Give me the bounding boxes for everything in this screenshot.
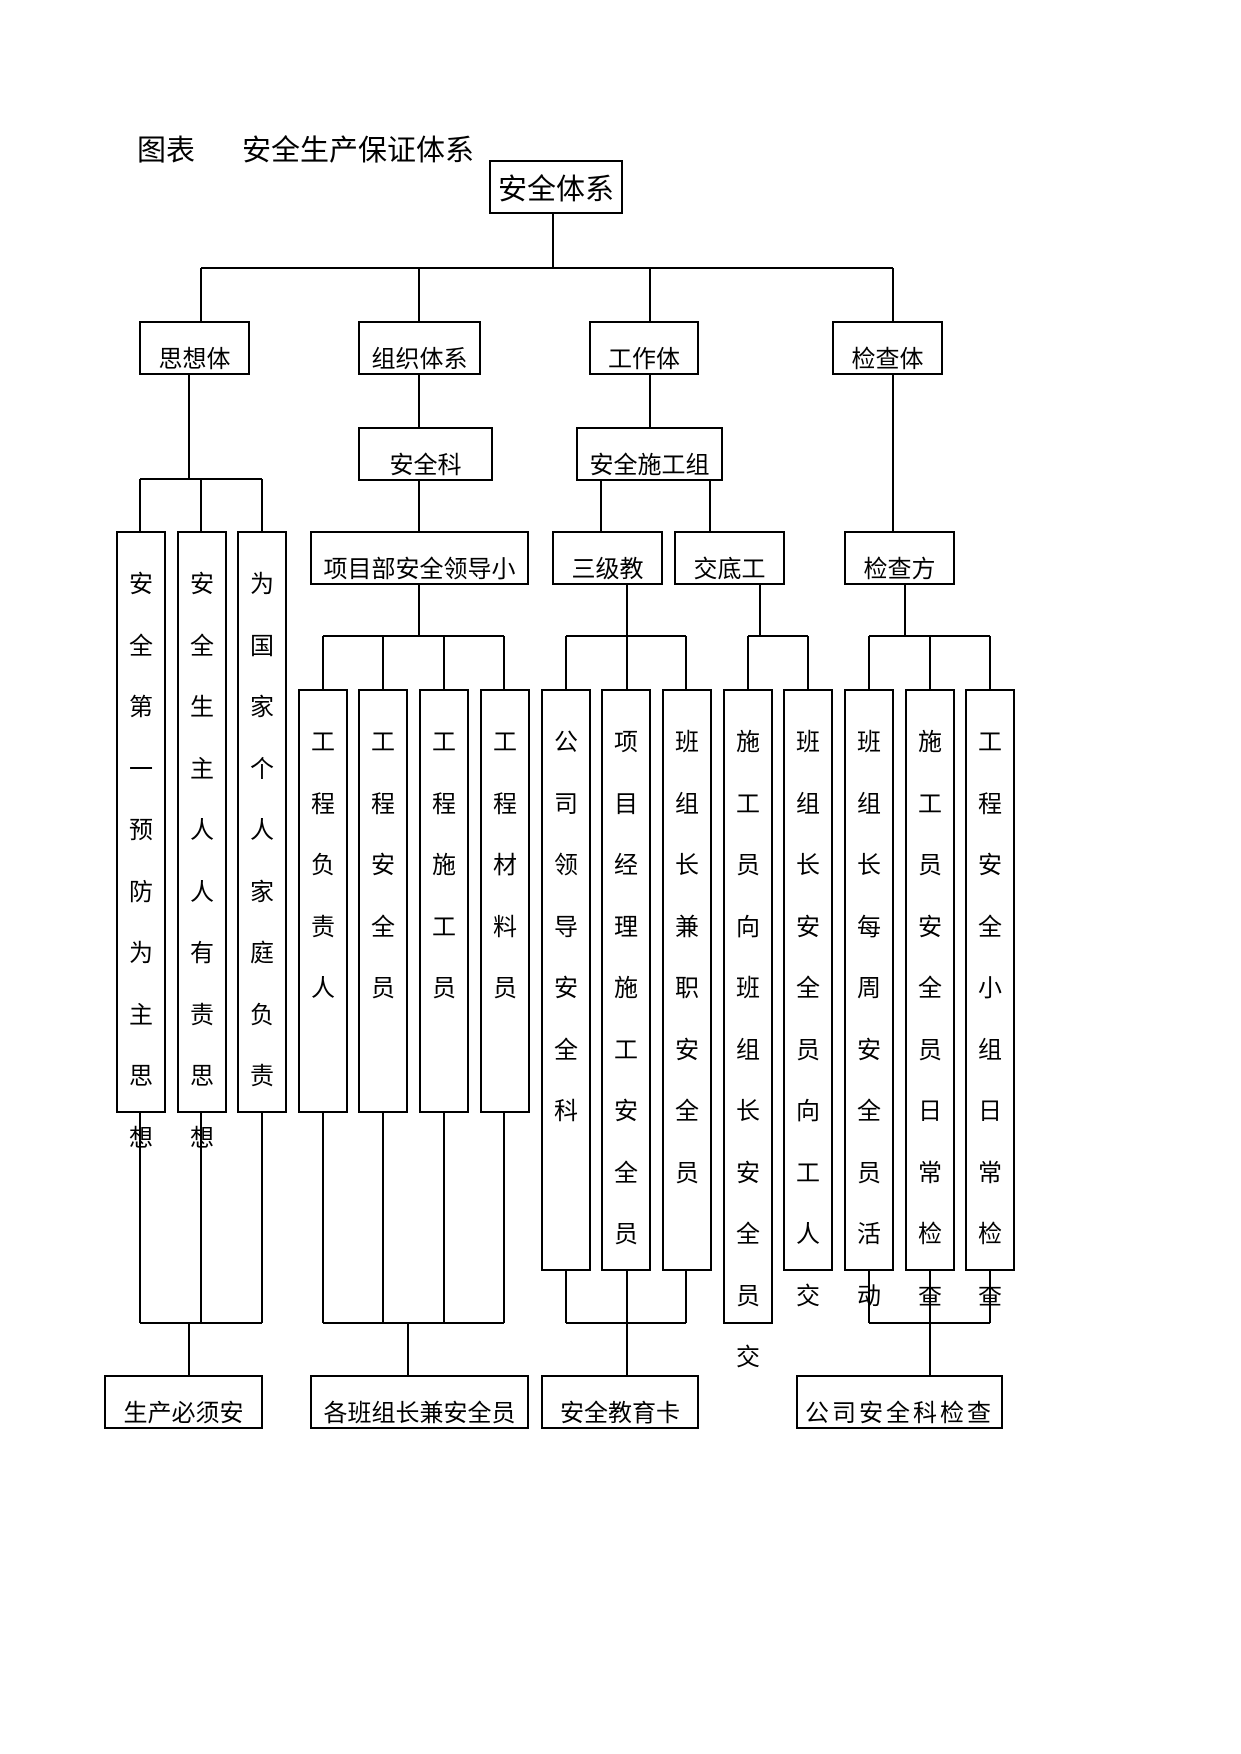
column-text: 工程材料员 [493,728,517,1002]
project-safety-leader-group: 项目部安全领导小 [310,531,529,585]
education-column: 公司领导安全科 [541,689,591,1271]
column-text: 施工员向班组长安全员交 [736,728,760,1371]
branch-organization: 组织体系 [358,321,481,375]
figure-label: 图表 [137,133,196,167]
inspection-column: 工程安全小组日常检查 [965,689,1015,1310]
thought-column: 为国家个 人家庭负责 [237,531,298,1113]
conclusion-company-inspection: 公司安全科检查 [796,1375,1003,1429]
column-text: 班组长每周安全员活动 [857,728,881,1310]
column-text: 工程负责人 [311,728,335,1002]
organization-column: 工程施工员 [419,689,469,1113]
inspection-method: 检查方 [844,531,955,585]
conclusion-production-safety: 生产必须安 [104,1375,263,1429]
organization-column: 工程负责人 [298,689,348,1113]
branch-inspection: 检查体 [832,321,943,375]
thought-column: 安全第一预防为主思想 [116,531,166,1152]
column-text: 工程施工员 [432,728,456,1002]
column-text: 施工员安全员日常检查 [918,728,942,1310]
column-text: 工程安全小组日常检查 [978,728,1002,1310]
education-column: 项目经理施工安全员 [601,689,651,1271]
education-column: 班组长兼职安全员 [662,689,712,1271]
root-node: 安全体系 [489,160,623,214]
inspection-column: 施工员安全员日常检查 [905,689,955,1310]
column-text: 工程安全员 [371,728,395,1002]
column-text: 安全第一预防为主思想 [129,570,153,1152]
briefing-work: 交底工 [674,531,785,585]
briefing-column: 施工员向班组长安全员交 [723,689,773,1371]
column-text: 安全生主人人有责思想 [190,570,214,1152]
figure-title: 安全生产保证体系 [242,133,475,167]
column-text: 公司领导安全科 [554,728,578,1125]
conclusion-education-card: 安全教育卡 [541,1375,699,1429]
three-level-education: 三级教 [552,531,663,585]
organization-column: 工程安全员 [358,689,408,1113]
inspection-column: 班组长每周安全员活动 [844,689,894,1310]
column-text: 项目经理施工安全员 [614,728,638,1248]
conclusion-team-leaders: 各班组长兼安全员 [310,1375,529,1429]
organization-column: 工程材料员 [480,689,530,1113]
safety-section: 安全科 [358,427,493,481]
column-text: 班组长安全员向工人交 [796,728,820,1310]
branch-work: 工作体 [589,321,699,375]
branch-thought: 思想体 [139,321,250,375]
column-text: 班组长兼职安全员 [675,728,699,1187]
column-text: 为国家个 人家庭负责 [250,570,298,1090]
thought-column: 安全生主人人有责思想 [177,531,227,1152]
safety-construction-group: 安全施工组 [576,427,723,481]
briefing-column: 班组长安全员向工人交 [783,689,833,1310]
